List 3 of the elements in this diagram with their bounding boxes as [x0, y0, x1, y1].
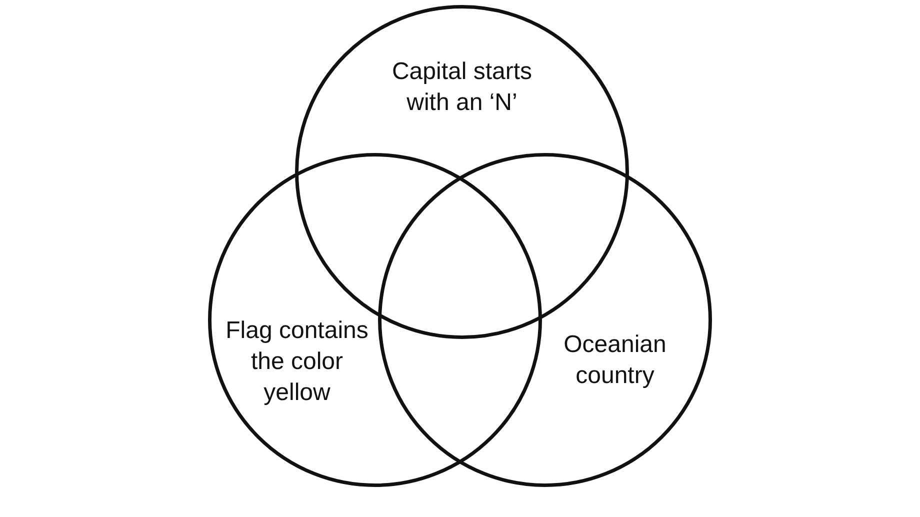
set-label: Flag contains the color yellow	[224, 316, 370, 408]
set-label: Capital starts with an ‘N’	[390, 57, 534, 118]
set-label: Oceanian country	[562, 330, 668, 391]
